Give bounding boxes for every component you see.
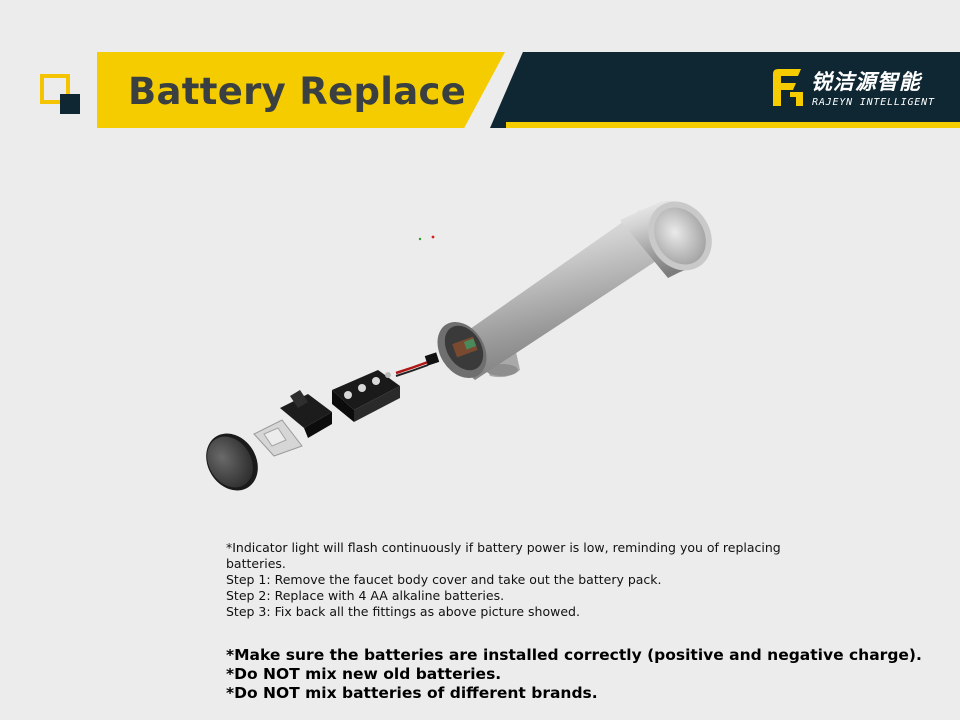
instruction-line: Step 3: Fix back all the fittings as abo…	[226, 604, 580, 619]
brand-name-english: RAJEYN INTELLIGENT	[812, 97, 935, 108]
faucet-body-tube	[437, 200, 712, 380]
battery-bracket	[280, 390, 332, 438]
brand-banner	[490, 52, 960, 128]
faucet-battery-illustration	[206, 200, 712, 491]
battery-pack	[332, 370, 400, 422]
warning-line: *Do NOT mix new old batteries.	[226, 665, 502, 683]
instructions-block: *Indicator light will flash continuously…	[226, 540, 826, 620]
warning-line: *Make sure the batteries are installed c…	[226, 646, 922, 664]
instruction-line: Step 2: Replace with 4 AA alkaline batte…	[226, 588, 505, 603]
warnings-block: *Make sure the batteries are installed c…	[226, 646, 926, 703]
instruction-line: *Indicator light will flash continuously…	[226, 540, 781, 571]
warning-line: *Do NOT mix batteries of different brand…	[226, 684, 598, 702]
brand-name-chinese: 锐洁源智能	[811, 70, 921, 94]
gasket-clip	[253, 419, 303, 457]
brand-underline-stripe	[506, 122, 960, 128]
page-title: Battery Replace	[128, 70, 467, 113]
corner-filled-square	[60, 94, 80, 114]
instruction-line: Step 1: Remove the faucet body cover and…	[226, 572, 662, 587]
battery-wire	[395, 352, 440, 377]
brand-logo-icon	[773, 69, 803, 106]
title-banner	[97, 52, 505, 128]
corner-square-icon	[40, 74, 80, 114]
end-cap	[206, 433, 258, 491]
corner-outline-square	[40, 74, 70, 104]
